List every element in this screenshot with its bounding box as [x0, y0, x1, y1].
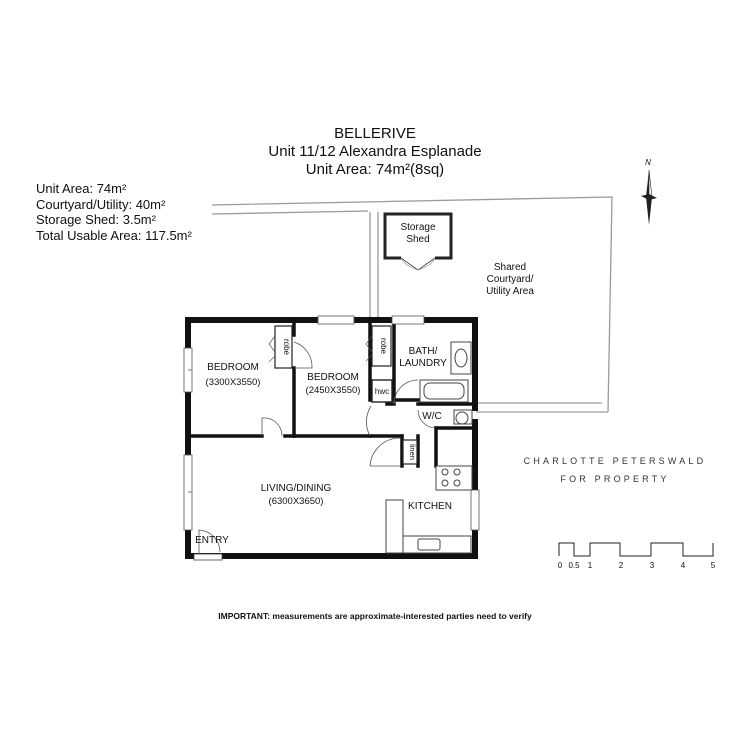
scale-label-0-5: 0.5: [568, 561, 580, 570]
linen-cupboard: [402, 439, 418, 465]
scale-label-5: 5: [711, 561, 716, 570]
storage-shed: [383, 212, 453, 271]
robe-1: [268, 325, 293, 369]
label-courtyard-3: Utility Area: [486, 286, 534, 297]
disclaimer-note: IMPORTANT: measurements are approximate-…: [218, 611, 532, 621]
property-suburb: BELLERIVE: [334, 125, 416, 142]
label-bedroom-2-dims: (2450X3550): [306, 385, 361, 396]
courtyard-boundary: [211, 196, 613, 413]
label-bedroom-1: BEDROOM: [207, 362, 259, 373]
label-hwc: hwc: [375, 387, 389, 396]
brand-name: CHARLOTTE PETERSWALD: [523, 456, 707, 466]
kitchen-fixtures: [385, 465, 473, 554]
property-address: Unit 11/12 Alexandra Esplanade: [268, 143, 482, 160]
bathroom-fixtures: [419, 341, 473, 425]
label-storage-shed-1: Storage: [400, 222, 435, 233]
label-robe-1: robe: [282, 339, 291, 356]
door-swings: [198, 341, 437, 556]
north-label: N: [645, 158, 651, 167]
label-bath: BATH/: [409, 346, 438, 357]
unit-area-title: Unit Area: 74m²(8sq): [305, 161, 445, 178]
scale-bar: [558, 542, 714, 557]
scale-label-0: 0: [558, 561, 563, 570]
hwc-cupboard: [371, 379, 393, 403]
label-courtyard-2: Courtyard/: [487, 274, 534, 285]
label-linen: linen: [408, 444, 417, 460]
entry-step: [193, 553, 223, 561]
label-laundry: LAUNDRY: [399, 358, 447, 369]
scale-label-3: 3: [650, 561, 655, 570]
robe-2: [365, 325, 392, 367]
scale-label-4: 4: [681, 561, 686, 570]
label-living-dining-dims: (6300X3650): [269, 496, 324, 507]
north-arrow-icon: N: [641, 158, 657, 225]
label-living-dining: LIVING/DINING: [261, 483, 332, 494]
label-courtyard-1: Shared: [494, 262, 526, 273]
label-bedroom-2: BEDROOM: [307, 372, 359, 383]
label-bedroom-1-dims: (3300X3550): [206, 377, 261, 388]
scale-label-2: 2: [619, 561, 624, 570]
label-wc: W/C: [422, 411, 441, 422]
label-kitchen: KITCHEN: [408, 501, 452, 512]
area-stats: Unit Area: 74m² Courtyard/Utility: 40m² …: [36, 181, 192, 243]
interior-walls: [186, 318, 477, 468]
stat-storage-shed: Storage Shed: 3.5m²: [36, 212, 156, 227]
scale-bar-labels: 0 0.5 1 2 3 4 5: [558, 561, 716, 570]
label-entry: ENTRY: [195, 535, 229, 546]
stat-courtyard: Courtyard/Utility: 40m²: [36, 196, 166, 212]
label-robe-2: robe: [379, 338, 388, 355]
label-storage-shed-2: Shed: [406, 234, 429, 245]
scale-label-1: 1: [588, 561, 593, 570]
windows: [183, 315, 480, 531]
stat-total-area: Total Usable Area: 117.5m²: [36, 227, 192, 243]
brand-tagline: FOR PROPERTY: [560, 474, 670, 484]
stat-unit-area: Unit Area: 74m²: [36, 181, 127, 196]
